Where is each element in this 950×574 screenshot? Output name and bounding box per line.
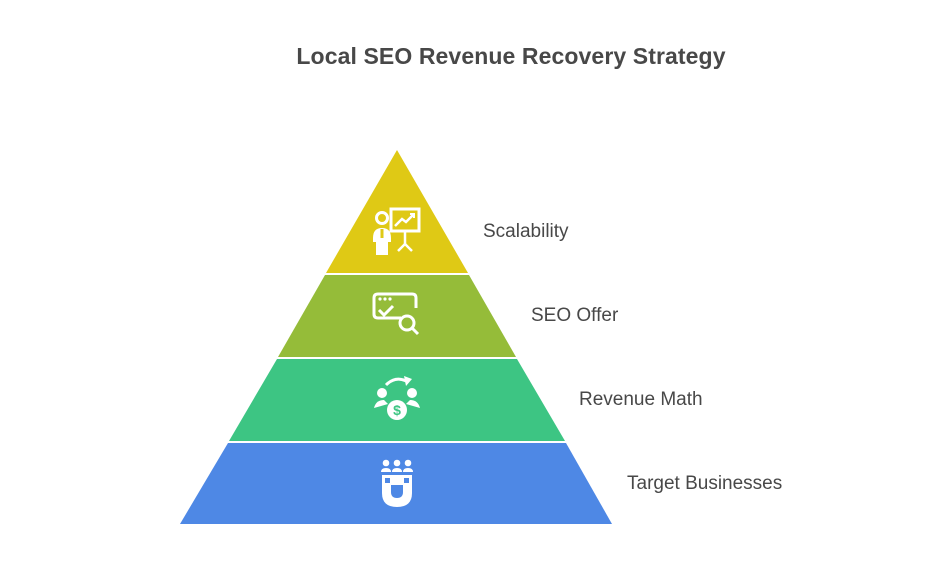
layer-label-revenue-math: Revenue Math [579, 389, 703, 410]
pyramid-layer-scalability [326, 150, 468, 273]
pyramid-layer-seo-offer [278, 275, 516, 357]
layer-label-scalability: Scalability [483, 221, 569, 242]
diagram-title: Local SEO Revenue Recovery Strategy [296, 43, 726, 69]
browser-check-search-icon [372, 292, 420, 336]
svg-text:$: $ [393, 402, 401, 418]
presenter-growth-chart-icon [373, 207, 421, 255]
people-dollar-exchange-icon: $ [374, 376, 420, 420]
layer-label-seo-offer: SEO Offer [531, 305, 619, 326]
magnet-people-icon [381, 459, 413, 507]
layer-label-target-businesses: Target Businesses [627, 473, 783, 494]
